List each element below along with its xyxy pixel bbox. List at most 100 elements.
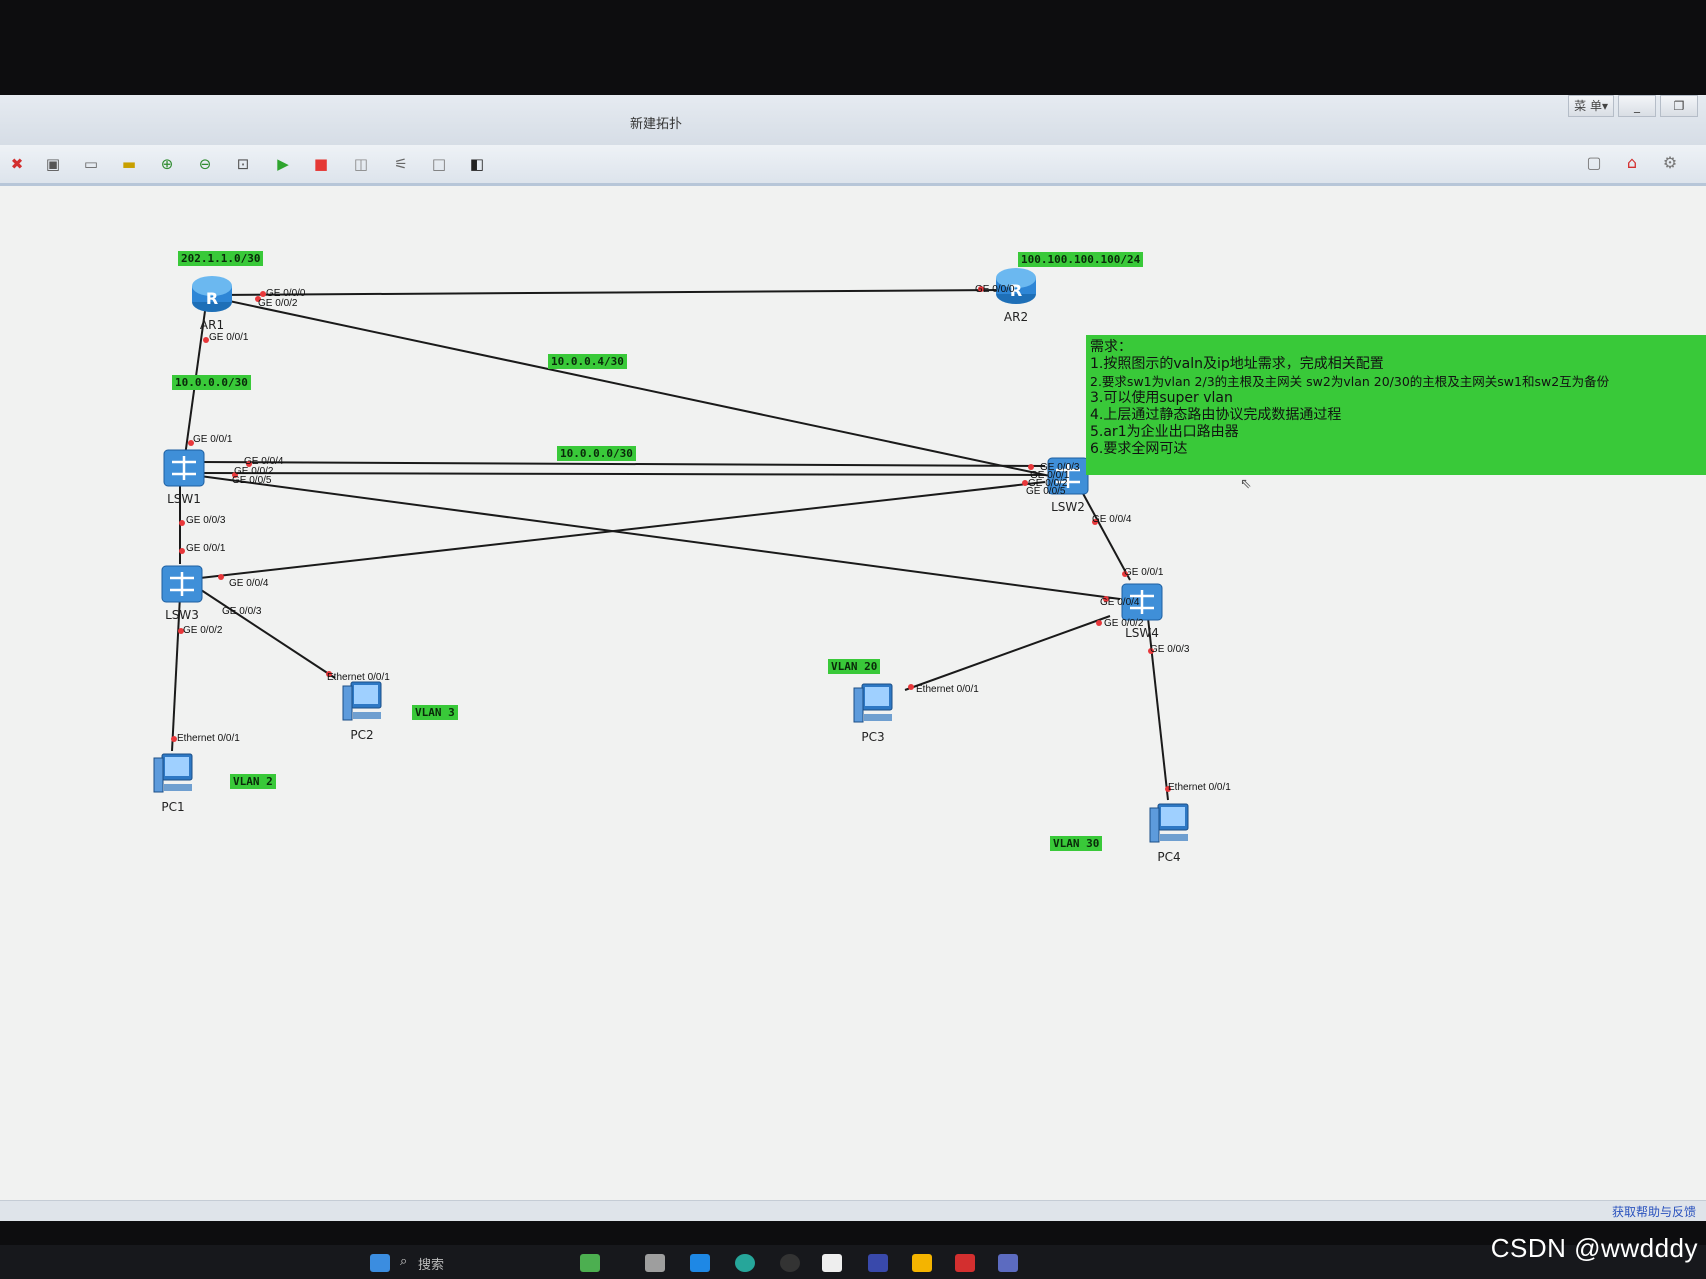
link-lsw1-lsw2-b — [199, 472, 1046, 476]
port-dot — [260, 291, 266, 297]
app-icon[interactable] — [690, 1254, 710, 1272]
port-label: Ethernet 0/0/1 — [327, 672, 390, 683]
toolbar: ✖ ▣ ▭ ▬ ⊕ ⊖ ⊡ ▶ ■ ◫ ⚟ □ ◧ ▢ ⌂ ⚙ — [0, 145, 1706, 186]
save-icon[interactable]: ▣ — [45, 155, 61, 173]
start-icon[interactable]: ▶ — [277, 155, 289, 173]
switch-lsw2[interactable]: LSW2 — [1044, 456, 1092, 514]
port-dot — [1028, 464, 1034, 470]
wps-icon[interactable] — [955, 1254, 975, 1272]
port-label: GE 0/0/1 — [1030, 470, 1070, 481]
vlan-label: VLAN 20 — [828, 659, 881, 674]
links-layer — [171, 289, 1169, 801]
requirements-note[interactable]: 需求： 1.按照图示的valn及ip地址需求，完成相关配置 2.要求sw1为vl… — [1086, 335, 1706, 475]
minimize-button[interactable]: _ — [1618, 95, 1656, 117]
device-label: AR1 — [199, 318, 225, 332]
chat-icon[interactable]: ▢ — [1586, 153, 1602, 172]
settings-icon[interactable]: ⚟ — [394, 155, 408, 173]
link-lsw3-lsw2 — [199, 481, 1046, 579]
device-label: PC1 — [161, 800, 185, 814]
app-icon[interactable] — [645, 1254, 665, 1272]
port-dot — [1096, 620, 1102, 626]
port-dot — [179, 520, 185, 526]
switch-lsw3[interactable]: LSW3 — [158, 564, 206, 622]
home-icon[interactable]: ⌂ — [1626, 153, 1638, 172]
link-lsw3-pc1 — [171, 595, 181, 752]
app-icon[interactable] — [580, 1254, 600, 1272]
switch-icon — [1047, 457, 1089, 495]
help-link[interactable]: 获取帮助与反馈 — [1611, 1205, 1696, 1219]
port-label: GE 0/0/2 — [258, 298, 298, 309]
text-icon[interactable]: ▭ — [83, 155, 99, 173]
pc-pc1[interactable]: PC1 — [148, 750, 198, 814]
device-label: PC4 — [1157, 850, 1181, 864]
fit-icon[interactable]: ⊡ — [236, 155, 250, 173]
link-lsw4-pc3 — [904, 615, 1111, 691]
device-label: LSW3 — [165, 608, 199, 622]
search-icon[interactable]: ⌕ — [400, 1254, 408, 1269]
port-label: GE 0/0/3 — [1040, 462, 1080, 473]
title-bar: 新建拓扑 菜 单▾ _ ❐ — [0, 95, 1706, 146]
requirements-heading: 需求： — [1090, 339, 1132, 355]
os-taskbar: ⌕ 搜索 — [0, 1245, 1706, 1279]
blank-icon[interactable]: □ — [431, 155, 447, 173]
close-icon[interactable]: ✖ — [10, 155, 24, 173]
switch-icon — [1121, 583, 1163, 621]
pc-icon — [342, 681, 382, 721]
app-icon[interactable] — [868, 1254, 888, 1272]
router-icon: R — [192, 276, 232, 312]
palette-icon[interactable]: ▬ — [121, 155, 137, 173]
port-label: Ethernet 0/0/1 — [1168, 782, 1231, 793]
port-dot — [326, 671, 332, 677]
pc-icon — [1149, 803, 1189, 843]
router-icon: R — [996, 268, 1036, 304]
device-label: PC3 — [861, 730, 885, 744]
switch-lsw4[interactable]: LSW4 — [1118, 582, 1166, 640]
link-lsw2-lsw4 — [1079, 487, 1131, 581]
menu-button[interactable]: 菜 单▾ — [1568, 95, 1614, 117]
port-label: GE 0/0/4 — [1100, 597, 1140, 608]
pc-pc3[interactable]: PC3 — [848, 680, 898, 744]
port-label: GE 0/0/2 — [1028, 478, 1068, 489]
router-ar1[interactable]: R AR1 — [186, 274, 238, 332]
app-window: 新建拓扑 菜 单▾ _ ❐ ✖ ▣ ▭ ▬ ⊕ ⊖ ⊡ ▶ ■ ◫ ⚟ □ ◧ … — [0, 95, 1706, 1221]
zoom-out-icon[interactable]: ⊖ — [198, 155, 212, 173]
port-label: GE 0/0/5 — [1026, 486, 1066, 497]
requirement-item: 6.要求全网可达 — [1090, 441, 1188, 457]
port-label: GE 0/0/1 — [193, 434, 233, 445]
port-label: GE 0/0/2 — [234, 466, 274, 477]
switch-icon — [163, 449, 205, 487]
pc-pc4[interactable]: PC4 — [1144, 800, 1194, 864]
gear-icon[interactable]: ⚙ — [1662, 153, 1678, 172]
port-label: GE 0/0/1 — [209, 332, 249, 343]
router-ar2[interactable]: R AR2 — [990, 266, 1042, 324]
requirement-item: 2.要求sw1为vlan 2/3的主根及主网关 sw2为vlan 20/30的主… — [1090, 374, 1610, 389]
pc-icon — [853, 683, 893, 723]
switch-lsw1[interactable]: LSW1 — [160, 448, 208, 506]
port-dot — [178, 628, 184, 634]
watermark: CSDN @wwdddy — [1490, 1233, 1698, 1263]
stop-icon[interactable]: ■ — [313, 155, 329, 173]
port-dot — [978, 286, 984, 292]
start-menu-icon[interactable] — [370, 1254, 390, 1272]
app-icon[interactable] — [998, 1254, 1018, 1272]
pc-pc2[interactable]: PC2 — [337, 678, 387, 742]
network-label: 10.0.0.4/30 — [548, 354, 627, 369]
zoom-in-icon[interactable]: ⊕ — [160, 155, 174, 173]
restore-button[interactable]: ❐ — [1660, 95, 1698, 117]
port-dot — [1022, 480, 1028, 486]
console-icon[interactable]: ◧ — [469, 155, 485, 173]
folder-icon[interactable] — [912, 1254, 932, 1272]
capture-icon[interactable]: ◫ — [353, 155, 369, 173]
taskbar-search-label[interactable]: 搜索 — [418, 1258, 445, 1273]
app-icon[interactable] — [780, 1254, 800, 1272]
port-label: GE 0/0/3 — [222, 606, 262, 617]
port-label: GE 0/0/4 — [244, 456, 284, 467]
app-icon[interactable] — [822, 1254, 842, 1272]
vlan-label: VLAN 2 — [230, 774, 276, 789]
browser-icon[interactable] — [735, 1254, 755, 1272]
port-label: GE 0/0/5 — [232, 475, 272, 486]
port-dot — [255, 296, 261, 302]
port-label: GE 0/0/0 — [266, 288, 306, 299]
topology-canvas[interactable]: 202.1.1.0/30 100.100.100.100/24 10.0.0.4… — [0, 186, 1706, 1200]
port-label: GE 0/0/1 — [186, 543, 226, 554]
